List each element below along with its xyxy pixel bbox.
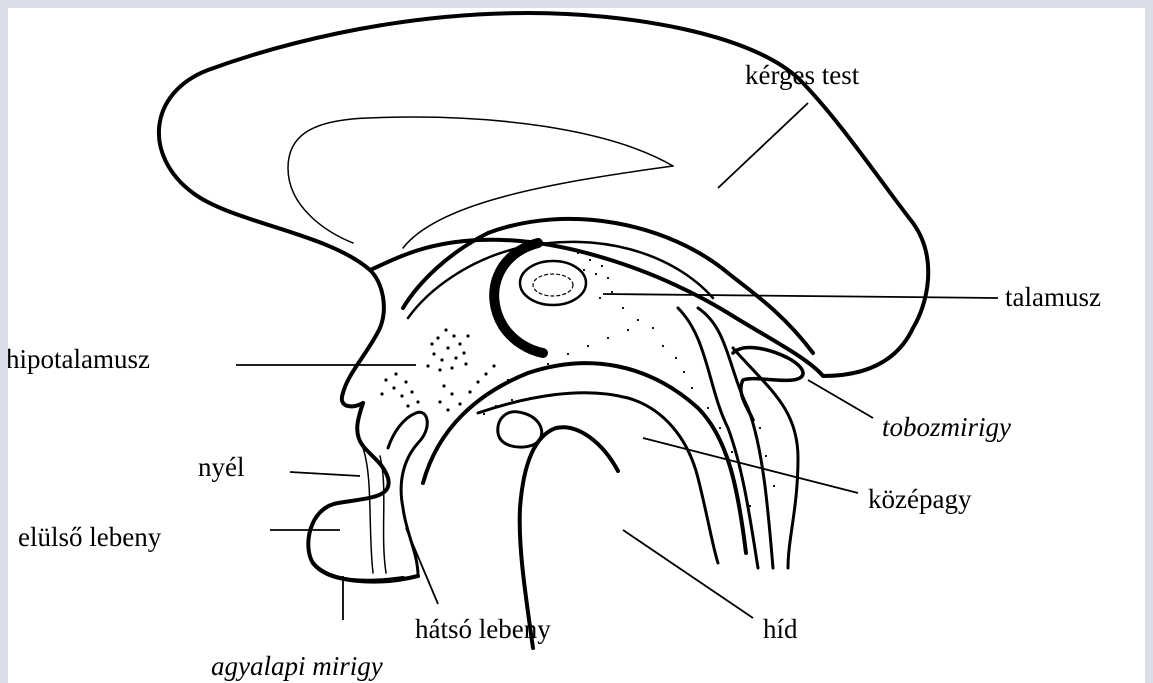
stalk-line [363,448,373,573]
label-posterior-lobe: hátsó lebeny [415,616,551,643]
thalamus-inner [533,274,573,296]
label-midbrain: középagy [868,486,971,513]
leader-thalamus [603,294,998,298]
label-corpus-callosum: kérges test [745,62,859,89]
diagram-frame: kérges test talamusz hipotalamusz tobozm… [8,8,1145,683]
leader-pons [623,530,753,618]
leader-midbrain [643,438,858,493]
thalamus-nucleus [520,261,586,305]
corpus-callosum-fornix-line [403,166,673,248]
label-pineal: tobozmirigy [882,414,1011,441]
label-pons: híd [763,616,798,643]
label-thalamus: talamusz [1005,284,1101,311]
leader-stalk [290,472,360,476]
label-anterior-lobe: elülső lebeny [18,524,161,551]
leader-pineal [808,380,873,418]
brain-section-drawing [8,8,1145,683]
pituitary-bottom [313,563,418,582]
infundibulum-inner [388,412,427,576]
mammillary-body [498,412,542,447]
aqueduct-line [478,393,718,563]
septum-outline [342,270,384,406]
leader-posterior-lobe [406,528,438,604]
label-hypothalamus: hipotalamusz [8,346,150,373]
stria-band [494,243,543,353]
hypothalamus-outline [308,403,403,581]
label-stalk: nyél [198,454,245,481]
label-pituitary: agyalapi mirigy [211,653,383,680]
leader-corpus-callosum [718,103,808,188]
